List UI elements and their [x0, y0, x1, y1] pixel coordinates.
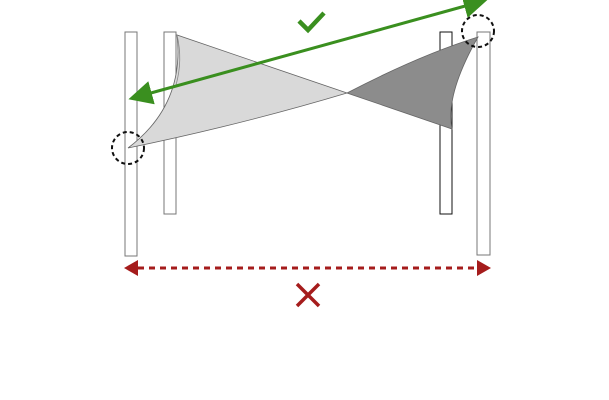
right-outer-post: [476, 31, 491, 256]
cross-icon: [295, 282, 321, 308]
correct-diagonal-arrow: [128, 0, 488, 105]
anchor-marker-left: [111, 131, 145, 165]
arrowhead-left: [124, 260, 138, 276]
sail-dark: [345, 36, 479, 130]
check-icon: [297, 11, 326, 34]
arrowhead-right: [477, 260, 491, 276]
